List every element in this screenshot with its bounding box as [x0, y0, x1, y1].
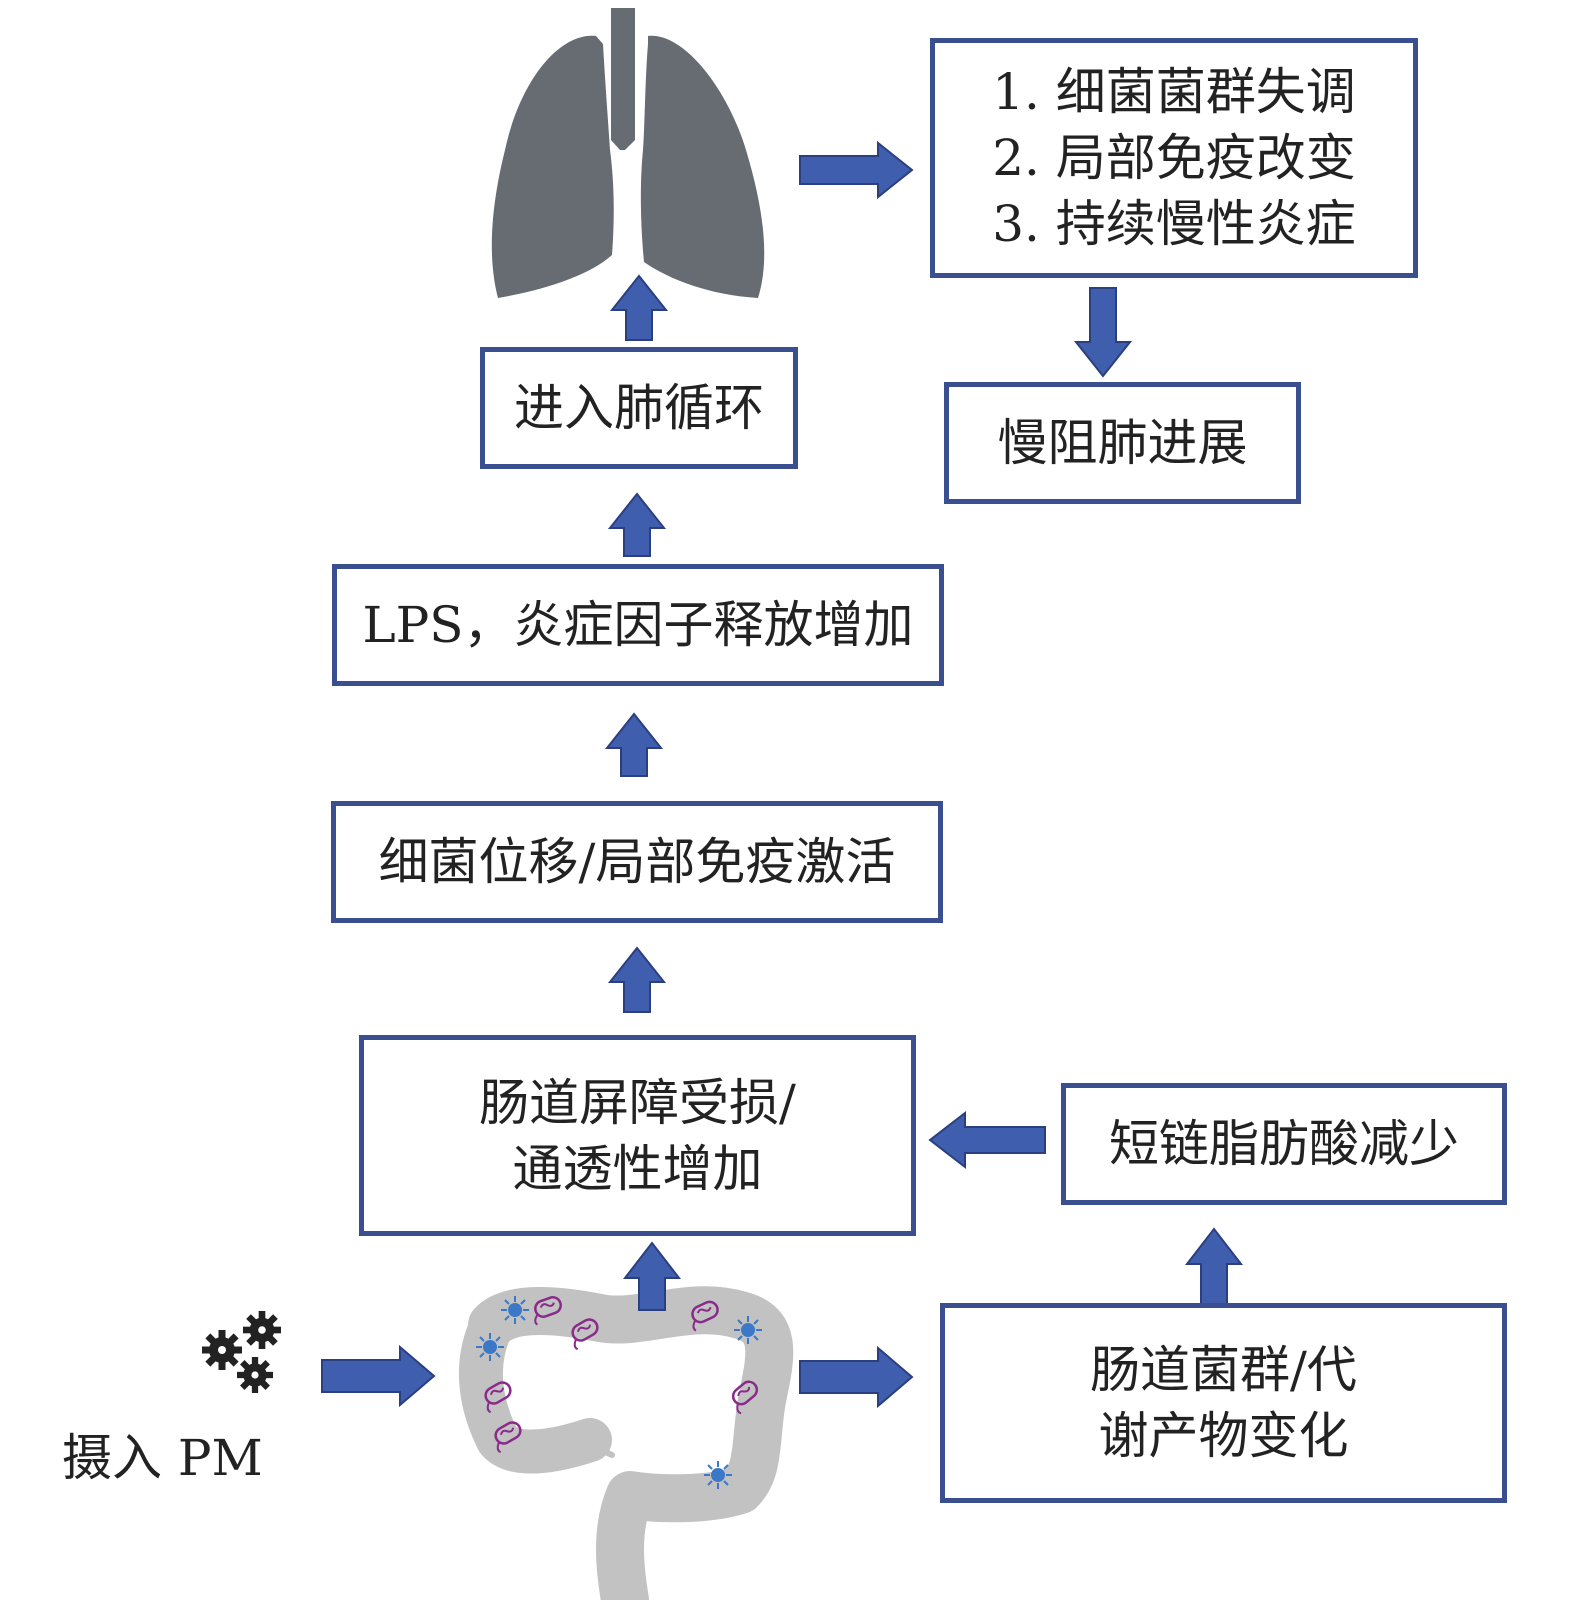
arrow-particles-to-intestine: [321, 1344, 436, 1408]
arrow-effects-to-copd: [1073, 287, 1133, 378]
scfa-label: 短链脂肪酸减少: [1109, 1115, 1459, 1173]
microbiota-box: 肠道菌群/代 谢产物变化: [940, 1303, 1507, 1503]
arrow-microbiota-to-scfa: [1184, 1227, 1244, 1307]
particle-icon: [202, 1311, 281, 1393]
scfa-box: 短链脂肪酸减少: [1061, 1083, 1507, 1205]
lps-box: LPS，炎症因子释放增加: [332, 564, 944, 686]
lps-label: LPS，炎症因子释放增加: [362, 596, 914, 654]
arrow-lung-to-effects: [799, 140, 914, 200]
barrier-line-1: 肠道屏障受损/: [479, 1073, 796, 1132]
arrow-translocation-to-lps: [604, 712, 664, 777]
lung-icon: [491, 8, 765, 299]
effects-line-1: 1. 细菌菌群失调: [992, 63, 1356, 121]
barrier-line-2: 通透性增加: [512, 1139, 763, 1198]
effects-line-3: 3. 持续慢性炎症: [992, 195, 1356, 253]
translocation-box: 细菌位移/局部免疫激活: [331, 801, 943, 923]
arrow-circulation-to-lung: [609, 274, 669, 341]
arrow-lps-to-circulation: [607, 492, 667, 557]
circulation-label: 进入肺循环: [514, 379, 764, 437]
microbiota-line-2: 谢产物变化: [1098, 1407, 1349, 1465]
translocation-label: 细菌位移/局部免疫激活: [378, 833, 896, 891]
barrier-box: 肠道屏障受损/ 通透性增加: [359, 1035, 916, 1236]
copd-box: 慢阻肺进展: [944, 382, 1301, 504]
arrow-scfa-to-barrier: [928, 1110, 1046, 1170]
arrow-barrier-to-translocation: [607, 946, 667, 1013]
circulation-box: 进入肺循环: [480, 347, 798, 469]
ingest-pm-label: 摄入 PM: [62, 1429, 263, 1487]
effects-line-2: 2. 局部免疫改变: [992, 129, 1356, 187]
effects-box: 1. 细菌菌群失调 2. 局部免疫改变 3. 持续慢性炎症: [930, 38, 1418, 278]
copd-label: 慢阻肺进展: [997, 414, 1248, 472]
microbiota-line-1: 肠道菌群/代: [1090, 1341, 1357, 1399]
arrow-intestine-to-barrier: [622, 1241, 682, 1311]
arrow-intestine-to-microbiota: [799, 1345, 914, 1409]
intestine-icon: [458, 1286, 794, 1600]
